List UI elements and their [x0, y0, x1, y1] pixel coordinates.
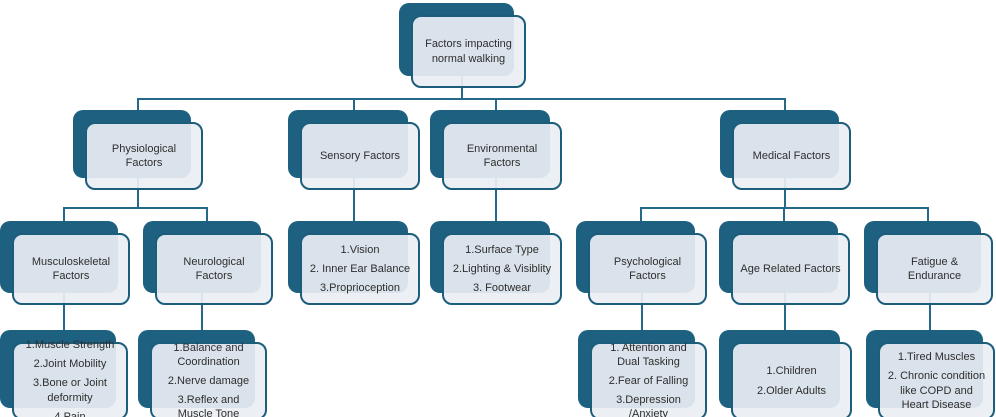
list-item: 2.Nerve damage	[167, 374, 250, 387]
node-label: Physiological Factors	[111, 142, 177, 169]
node-list: 1. Attention and Dual Tasking 2.Fear of …	[599, 336, 698, 417]
list-item: 1.Tired Muscles	[897, 351, 976, 364]
node-psychological-items: 1. Attention and Dual Tasking 2.Fear of …	[578, 330, 707, 417]
list-item: 2. Chronic condition like COPD and Heart…	[887, 370, 986, 411]
node-label: Environmental Factors	[466, 142, 538, 169]
node-fatigue-items: 1.Tired Muscles 2. Chronic condition lik…	[866, 330, 995, 417]
node-age-related-factors: Age Related Factors	[719, 221, 850, 305]
node-card: Fatigue & Endurance	[876, 233, 993, 305]
list-item: 1.Surface Type	[465, 243, 539, 256]
node-list: 1.Tired Muscles 2. Chronic condition lik…	[887, 345, 986, 416]
node-label: Medical Factors	[752, 149, 831, 162]
node-label: Psychological Factors	[613, 255, 682, 282]
node-card: 1.Tired Muscles 2. Chronic condition lik…	[878, 342, 995, 417]
node-list: 1.Surface Type 2.Lighting & Visiblity 3.…	[451, 238, 553, 300]
list-item: 3.Bone or Joint deformity	[33, 377, 107, 404]
list-item: 2. Inner Ear Balance	[309, 262, 411, 275]
connector	[63, 207, 208, 209]
node-card: Neurological Factors	[155, 233, 273, 305]
node-card: Factors impacting normal walking	[411, 15, 526, 88]
list-item: 3.Depression /Anxiety	[616, 394, 681, 417]
list-item: 3. Footwear	[472, 282, 532, 295]
node-musculoskeletal-factors: Musculoskeletal Factors	[0, 221, 130, 305]
node-label: Sensory Factors	[319, 149, 401, 162]
connector	[495, 150, 497, 236]
node-musculoskeletal-items: 1.Muscle Strength 2.Joint Mobility 3.Bon…	[0, 330, 128, 417]
list-item: 2.Older Adults	[756, 384, 827, 397]
list-item: 1. Attention and Dual Tasking	[610, 341, 687, 368]
node-card: 1.Vision 2. Inner Ear Balance 3.Proprioc…	[300, 233, 420, 305]
node-card: Physiological Factors	[85, 122, 203, 190]
node-physiological-factors: Physiological Factors	[73, 110, 203, 190]
list-item: 2.Joint Mobility	[33, 358, 107, 371]
node-card: 1.Muscle Strength 2.Joint Mobility 3.Bon…	[12, 339, 128, 417]
node-list: 1.Children 2.Older Adults	[740, 359, 843, 402]
node-root: Factors impacting normal walking	[399, 3, 526, 88]
node-environmental-factors: Environmental Factors	[430, 110, 562, 190]
list-item: 1.Balance and Coordination	[173, 341, 244, 368]
list-item: 1.Muscle Strength	[25, 339, 115, 352]
node-list: 1.Muscle Strength 2.Joint Mobility 3.Bon…	[21, 333, 119, 417]
node-card: 1.Surface Type 2.Lighting & Visiblity 3.…	[442, 233, 562, 305]
node-medical-factors: Medical Factors	[720, 110, 851, 190]
connector	[137, 98, 786, 100]
node-list: 1.Balance and Coordination 2.Nerve damag…	[159, 336, 258, 417]
node-card: Environmental Factors	[442, 122, 562, 190]
node-label: Age Related Factors	[740, 262, 841, 275]
list-item: 1.Vision	[340, 243, 380, 256]
list-item: 2.Fear of Falling	[608, 374, 689, 387]
node-card: 1.Balance and Coordination 2.Nerve damag…	[150, 342, 267, 417]
node-card: 1. Attention and Dual Tasking 2.Fear of …	[590, 342, 707, 417]
list-item: 3.Reflex and Muscle Tone	[177, 394, 240, 417]
node-label: Musculoskeletal Factors	[31, 255, 111, 282]
node-sensory-items: 1.Vision 2. Inner Ear Balance 3.Proprioc…	[288, 221, 420, 305]
list-item: 3.Proprioception	[319, 282, 401, 295]
node-neurological-factors: Neurological Factors	[143, 221, 273, 305]
list-item: 4.Pain	[54, 410, 86, 417]
node-list: 1.Vision 2. Inner Ear Balance 3.Proprioc…	[309, 238, 411, 300]
node-card: 1.Children 2.Older Adults	[731, 342, 852, 417]
connector	[353, 150, 355, 236]
node-label: Factors impacting normal walking	[425, 38, 512, 65]
node-card: Age Related Factors	[731, 233, 850, 305]
node-card: Medical Factors	[732, 122, 851, 190]
node-age-related-items: 1.Children 2.Older Adults	[719, 330, 852, 417]
node-psychological-factors: Psychological Factors	[576, 221, 707, 305]
list-item: 2.Lighting & Visiblity	[452, 262, 552, 275]
node-card: Musculoskeletal Factors	[12, 233, 130, 305]
node-environmental-items: 1.Surface Type 2.Lighting & Visiblity 3.…	[430, 221, 562, 305]
node-card: Sensory Factors	[300, 122, 420, 190]
node-sensory-factors: Sensory Factors	[288, 110, 420, 190]
node-card: Psychological Factors	[588, 233, 707, 305]
node-label: Fatigue & Endurance	[907, 255, 962, 282]
list-item: 1.Children	[766, 365, 817, 378]
node-label: Neurological Factors	[183, 255, 245, 282]
node-fatigue-endurance: Fatigue & Endurance	[864, 221, 993, 305]
node-neurological-items: 1.Balance and Coordination 2.Nerve damag…	[138, 330, 267, 417]
